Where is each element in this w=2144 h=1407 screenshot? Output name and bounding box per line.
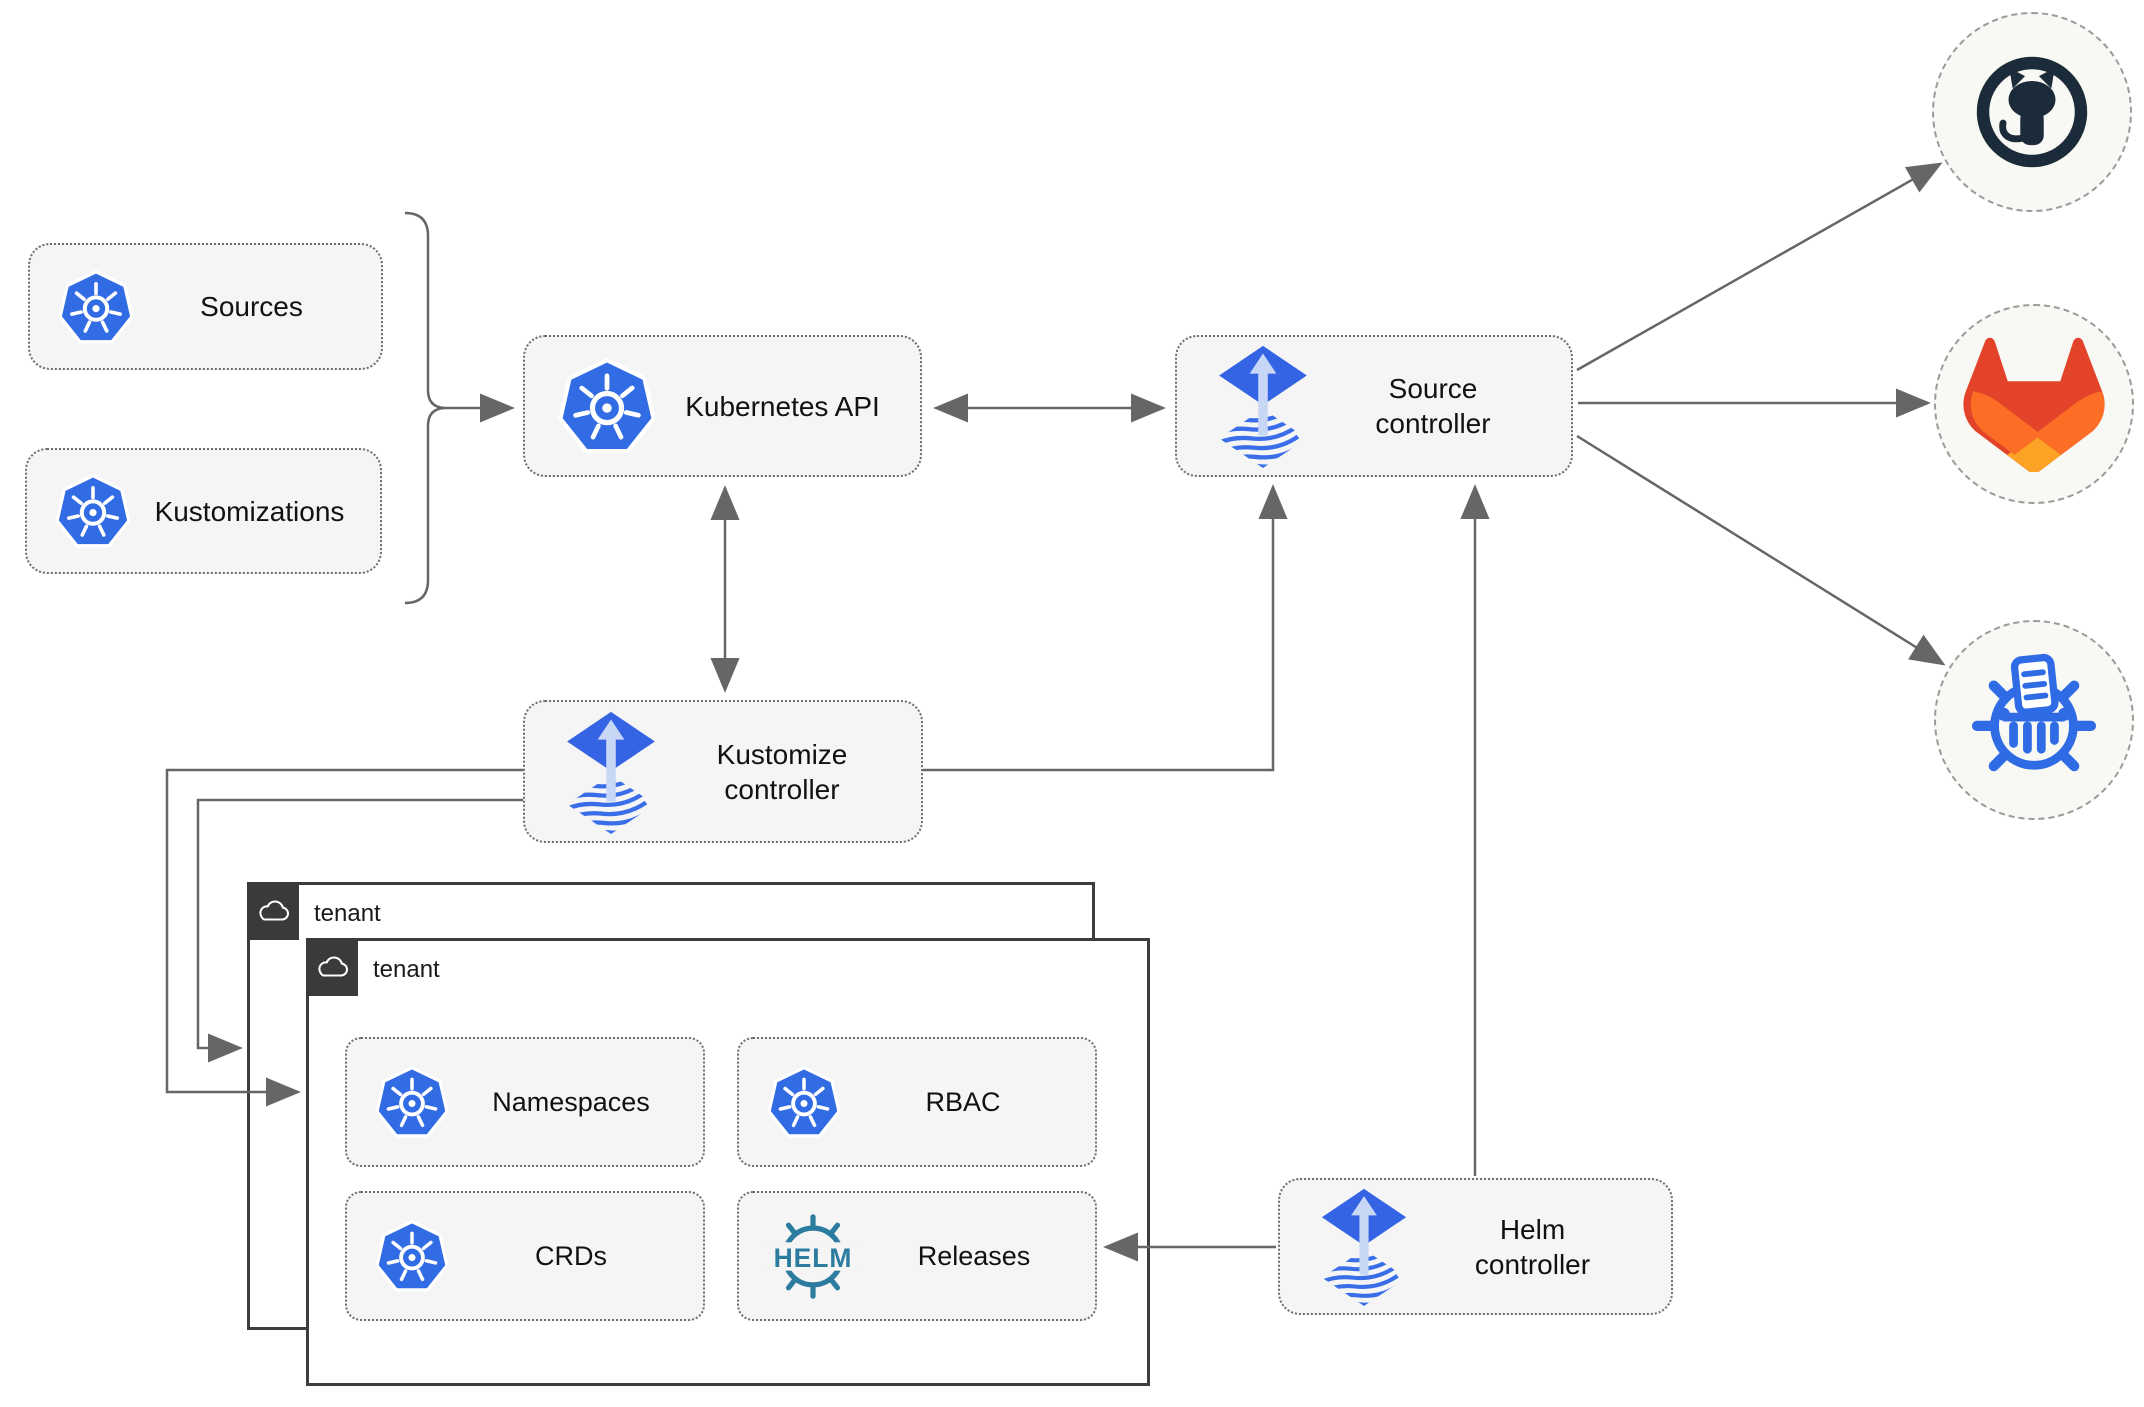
- kubernetes-icon: [373, 1217, 451, 1295]
- cloud-icon: [314, 954, 350, 980]
- source-to-github-arrow: [1576, 162, 1943, 372]
- tenant-label: tenant: [314, 900, 381, 927]
- tenant-badge: [247, 882, 299, 940]
- kustomizations-label: Kustomizations: [154, 495, 345, 527]
- helm-icon: [761, 1209, 865, 1304]
- rbac-box: RBAC: [737, 1037, 1097, 1167]
- gitlab-icon: [1959, 336, 2109, 472]
- source-to-registry-arrow: [1576, 434, 1946, 666]
- helm-controller-box: Helm controller: [1278, 1178, 1673, 1315]
- kubernetes-api-box: Kubernetes API: [523, 335, 922, 477]
- kubernetes-api-label: Kubernetes API: [685, 390, 880, 422]
- kubernetes-icon: [53, 471, 133, 551]
- crds-label: CRDs: [535, 1240, 607, 1271]
- releases-label: Releases: [917, 1240, 1031, 1271]
- namespaces-box: Namespaces: [345, 1037, 705, 1167]
- flux-icon: [565, 710, 657, 834]
- helm-controller-label: Helm controller: [1474, 1213, 1591, 1280]
- source-controller-label: Source controller: [1375, 373, 1491, 439]
- tenant-box-inner: tenant Namespaces RBAC CRDs Releases: [306, 938, 1150, 1386]
- kubernetes-icon: [765, 1063, 843, 1141]
- crds-box: CRDs: [345, 1191, 705, 1321]
- sources-label: Sources: [200, 291, 303, 322]
- kustomize-controller-box: Kustomize controller: [523, 700, 923, 843]
- source-controller-box: Source controller: [1175, 335, 1573, 477]
- github-icon: [1963, 43, 2101, 181]
- namespaces-label: Namespaces: [492, 1086, 650, 1117]
- crd-group-bracket: [404, 211, 447, 605]
- kubernetes-icon: [555, 354, 659, 458]
- flux-icon: [1217, 344, 1309, 468]
- registry-endpoint: [1934, 620, 2134, 820]
- cloud-icon: [255, 898, 291, 924]
- gitlab-endpoint: [1934, 304, 2134, 504]
- tenant-label: tenant: [373, 956, 440, 983]
- github-endpoint: [1932, 12, 2132, 212]
- container-registry-icon: [1961, 647, 2107, 793]
- kubernetes-icon: [373, 1063, 451, 1141]
- rbac-label: RBAC: [925, 1086, 1001, 1117]
- kustomizations-box: Kustomizations: [25, 448, 382, 574]
- kubernetes-icon: [56, 267, 136, 347]
- tenant-badge: [306, 938, 358, 996]
- sources-box: Sources: [28, 243, 383, 370]
- kustomize-controller-label: Kustomize controller: [716, 738, 848, 805]
- flux-icon: [1320, 1187, 1408, 1306]
- kustomize-to-source-arrow: [923, 484, 1288, 772]
- releases-box: Releases: [737, 1191, 1097, 1321]
